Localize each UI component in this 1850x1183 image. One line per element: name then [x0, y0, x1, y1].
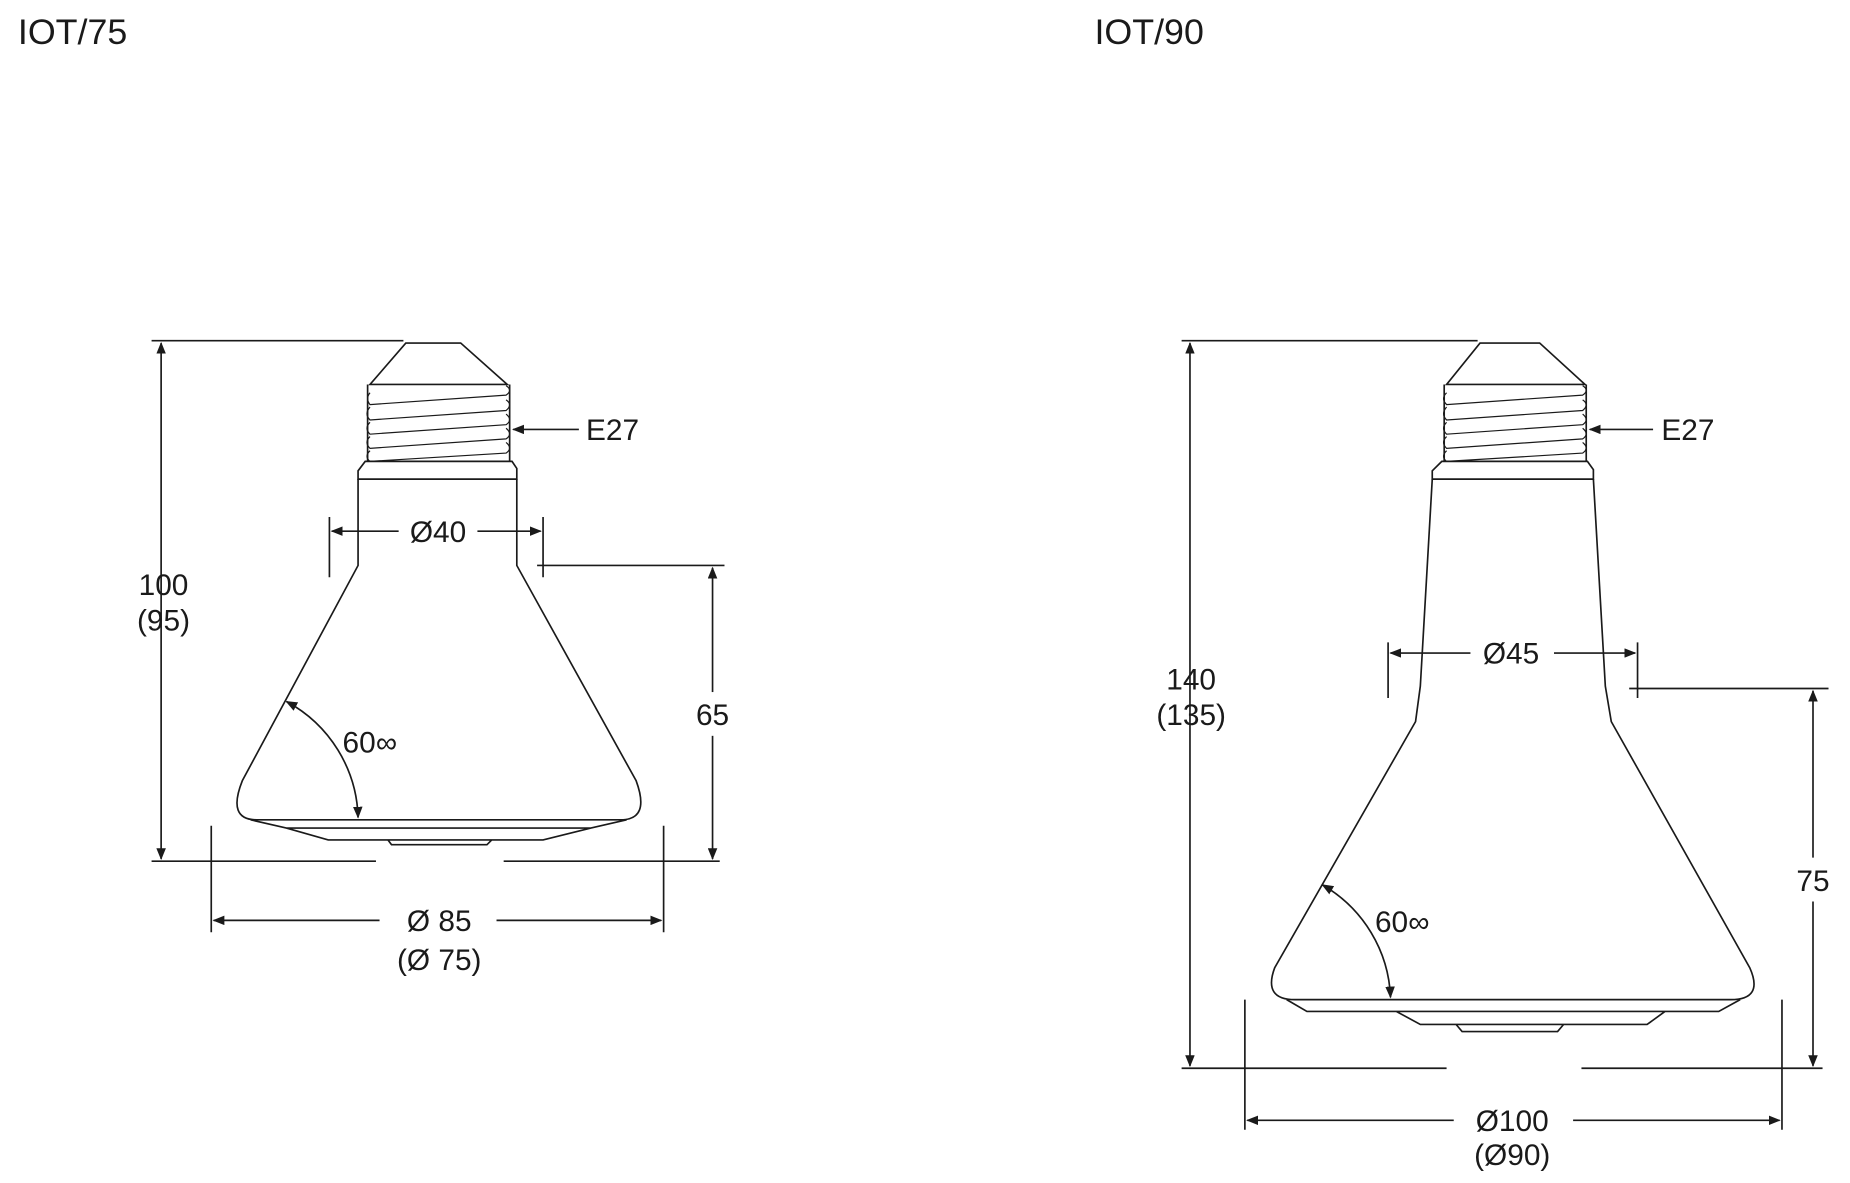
drawing-title: IOT/90 [1094, 12, 1203, 52]
bulb-outline [236, 342, 642, 846]
socket-label: E27 [586, 414, 639, 447]
neck-diameter-label: Ø40 [410, 516, 466, 549]
diameter-label: Ø 85 [407, 905, 472, 938]
angle-label: 60∞ [343, 727, 397, 760]
socket-label: E27 [1661, 414, 1714, 447]
height-label: 140 [1166, 664, 1216, 697]
angle-label: 60∞ [1375, 906, 1429, 939]
diameter-alt-label: (Ø90) [1474, 1139, 1550, 1172]
bulb-outline [1270, 342, 1755, 1033]
diameter-alt-label: (Ø 75) [397, 944, 482, 977]
drawing-iot-90: IOT/90 [1094, 12, 1829, 1172]
dimension-lines [1181, 339, 1829, 1130]
cone-height-label: 75 [1796, 865, 1829, 898]
drawing-title: IOT/75 [18, 12, 127, 52]
cone-height-label: 65 [696, 699, 729, 732]
drawing-iot-75: IOT/75 [18, 12, 729, 977]
neck-diameter-label: Ø45 [1483, 638, 1539, 671]
height-alt-label: (135) [1156, 699, 1226, 732]
dimension-lines [151, 339, 725, 933]
height-label: 100 [139, 569, 189, 602]
diameter-label: Ø100 [1476, 1105, 1549, 1138]
height-alt-label: (95) [137, 605, 190, 638]
